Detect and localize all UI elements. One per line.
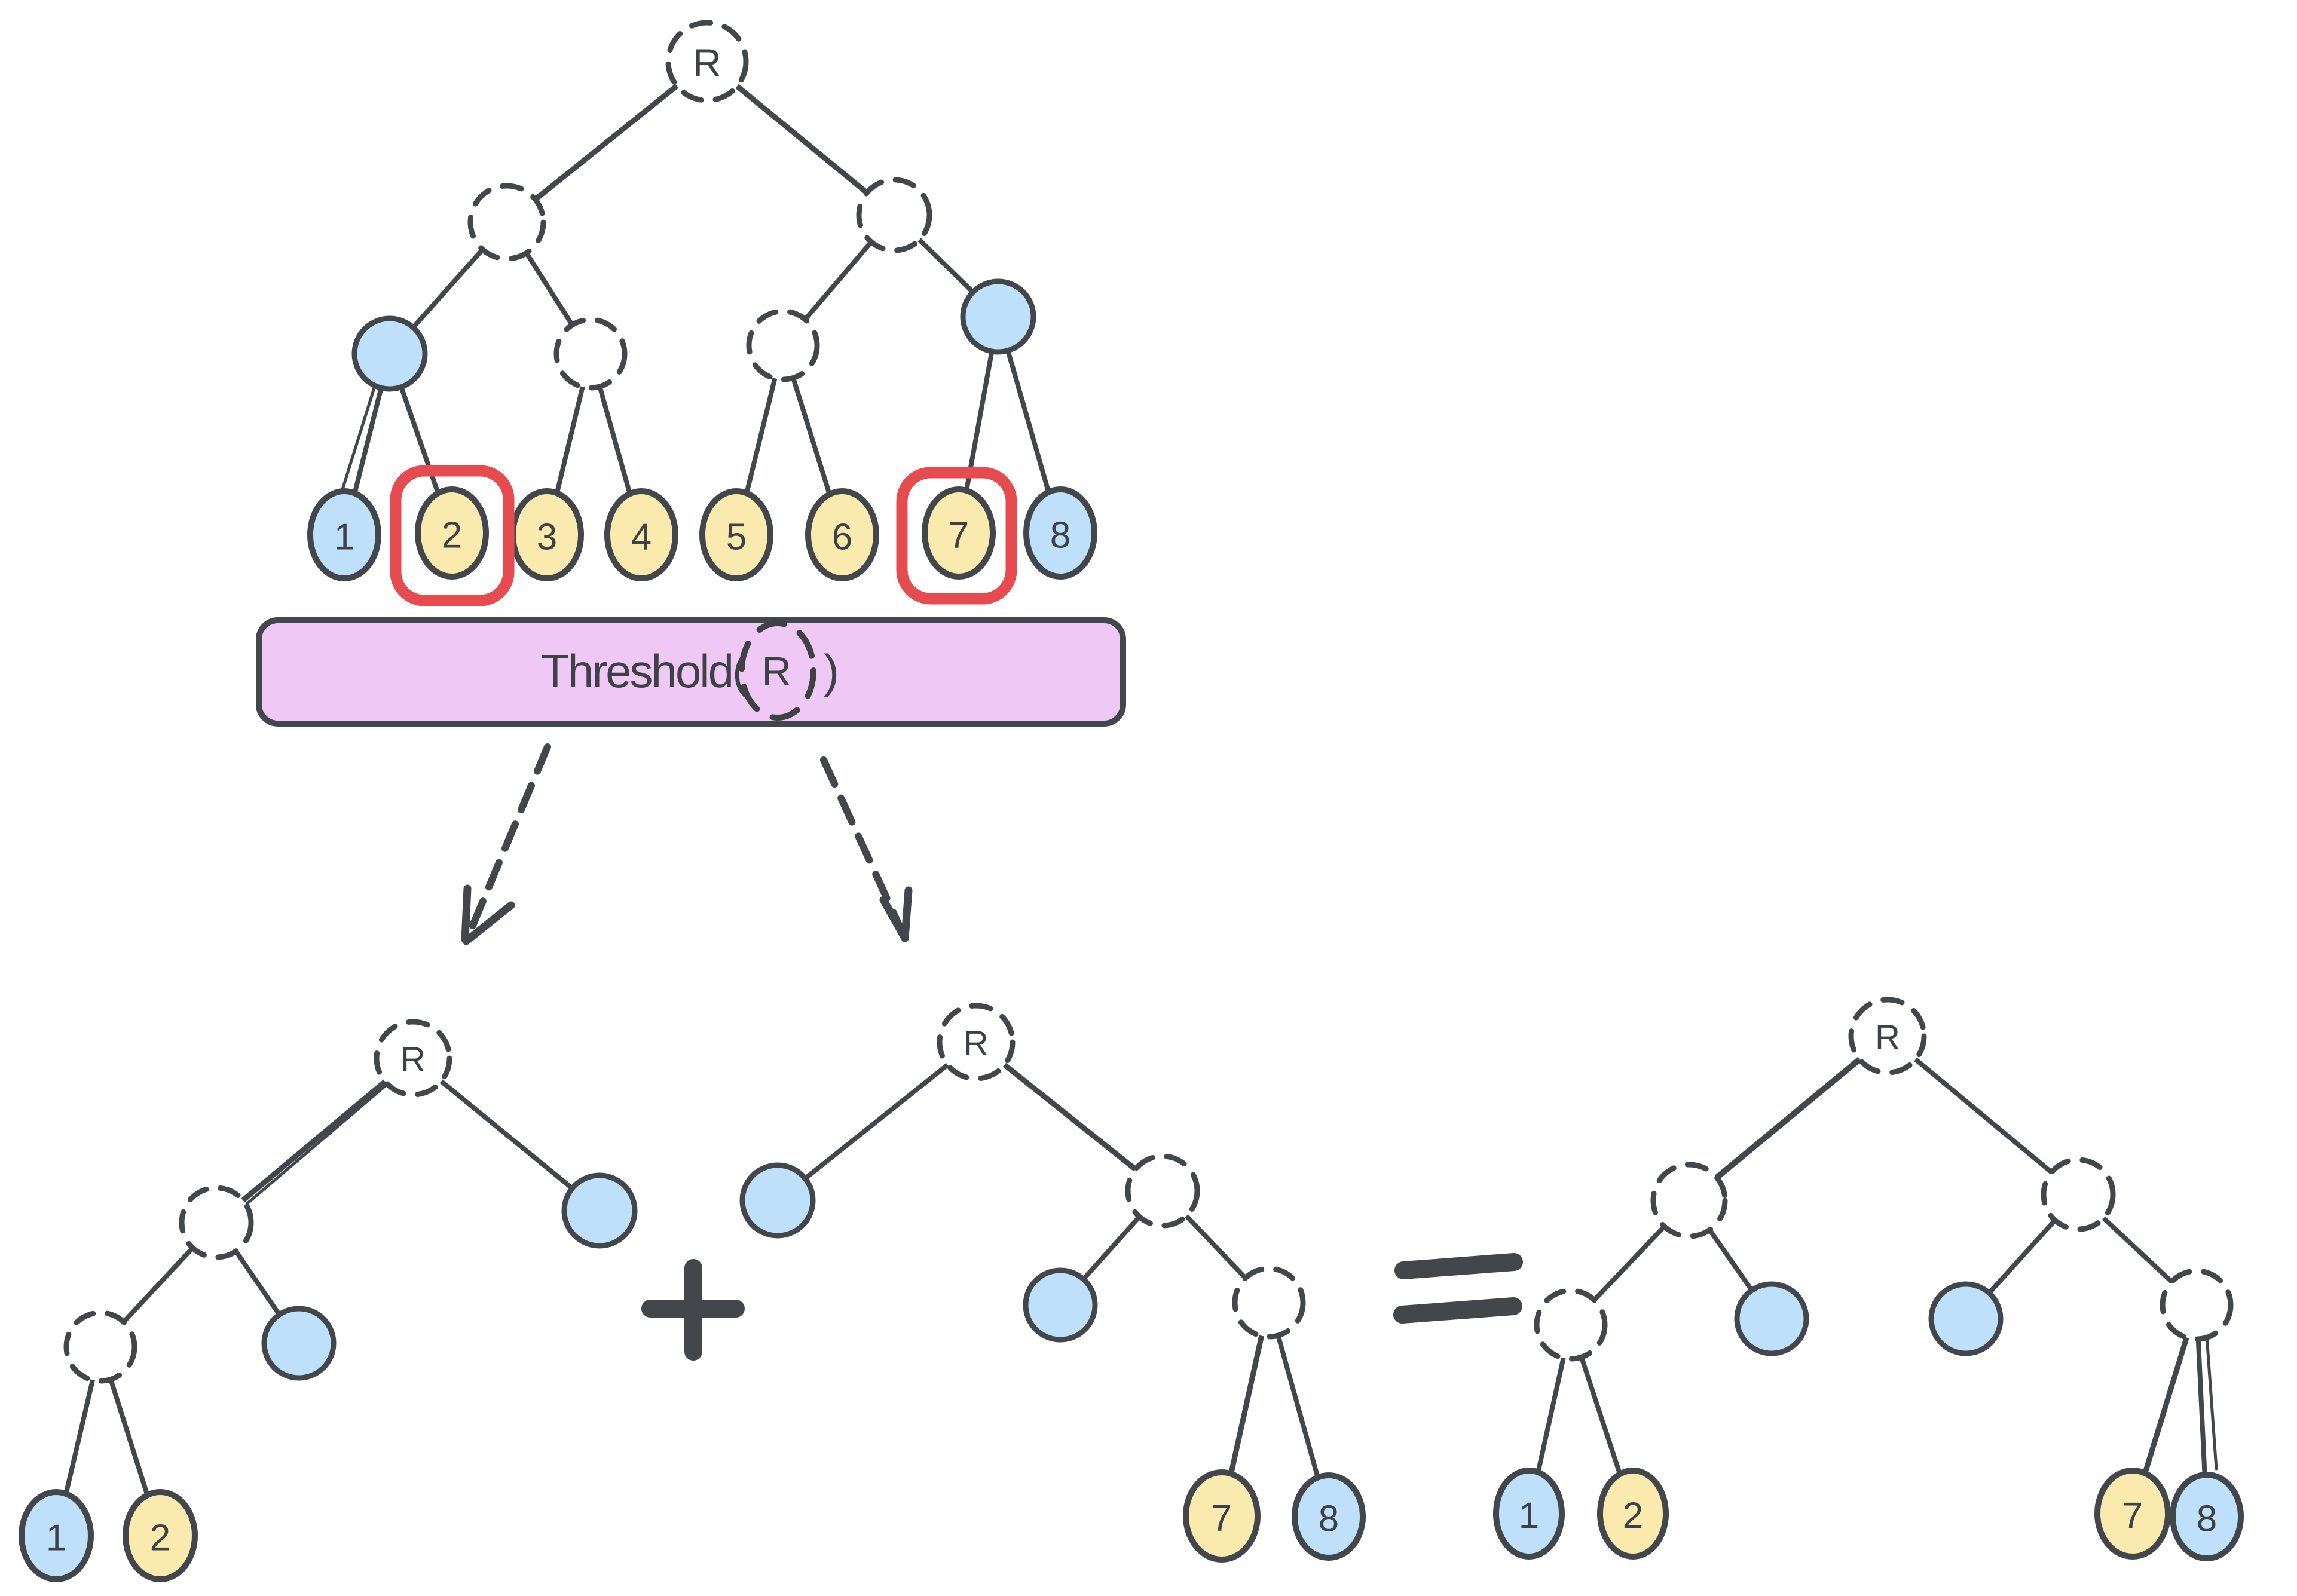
svg-text:8: 8 [1050,515,1070,556]
svg-text:R: R [761,649,791,694]
svg-text:1: 1 [46,1518,66,1559]
svg-text:7: 7 [1212,1498,1232,1539]
svg-text:2: 2 [442,515,462,556]
svg-text:Threshold(: Threshold( [541,645,748,697]
svg-text:R: R [400,1040,426,1079]
svg-text:): ) [824,645,839,697]
svg-text:8: 8 [1319,1499,1339,1540]
svg-text:7: 7 [949,515,969,556]
svg-text:R: R [693,41,721,85]
svg-text:2: 2 [1623,1496,1643,1537]
svg-text:4: 4 [631,517,652,558]
svg-text:1: 1 [1519,1496,1539,1537]
svg-text:6: 6 [832,517,852,558]
svg-text:5: 5 [726,517,747,558]
svg-text:7: 7 [2122,1496,2143,1537]
svg-text:R: R [1875,1018,1900,1057]
svg-text:8: 8 [2197,1499,2217,1540]
svg-text:R: R [964,1024,989,1063]
svg-text:1: 1 [334,517,354,558]
svg-text:2: 2 [150,1518,170,1559]
svg-text:3: 3 [537,517,557,558]
